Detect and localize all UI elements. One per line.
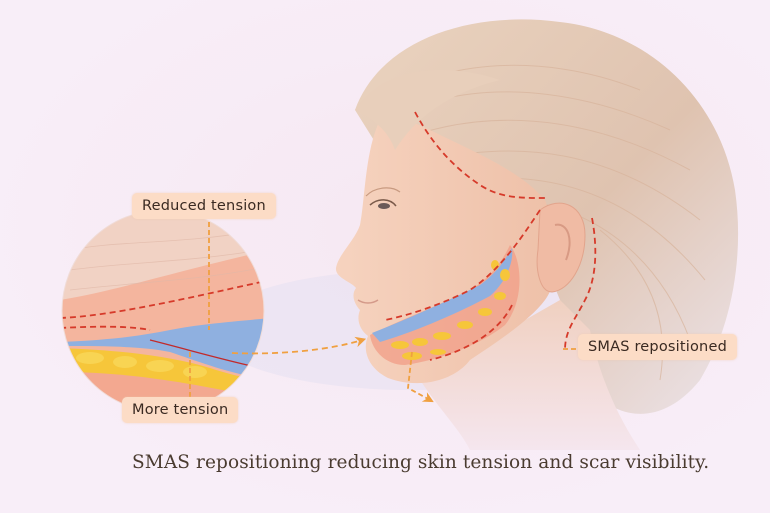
- incision-lines: [384, 111, 597, 361]
- ear: [536, 202, 586, 293]
- label-smas-repositioned: SMAS repositioned: [578, 334, 737, 360]
- dashed-arrow-right-icon: [231, 336, 367, 355]
- leader-lines: [189, 222, 578, 398]
- magnified-tissue-circle: [62, 210, 264, 412]
- label-reduced-tension: Reduced tension: [132, 193, 276, 219]
- jaw-tissue-cutout: [370, 245, 520, 365]
- dashed-arrow-down-right-icon: [407, 351, 434, 403]
- figure-caption: SMAS repositioning reducing skin tension…: [132, 452, 710, 473]
- label-more-tension: More tension: [122, 397, 239, 423]
